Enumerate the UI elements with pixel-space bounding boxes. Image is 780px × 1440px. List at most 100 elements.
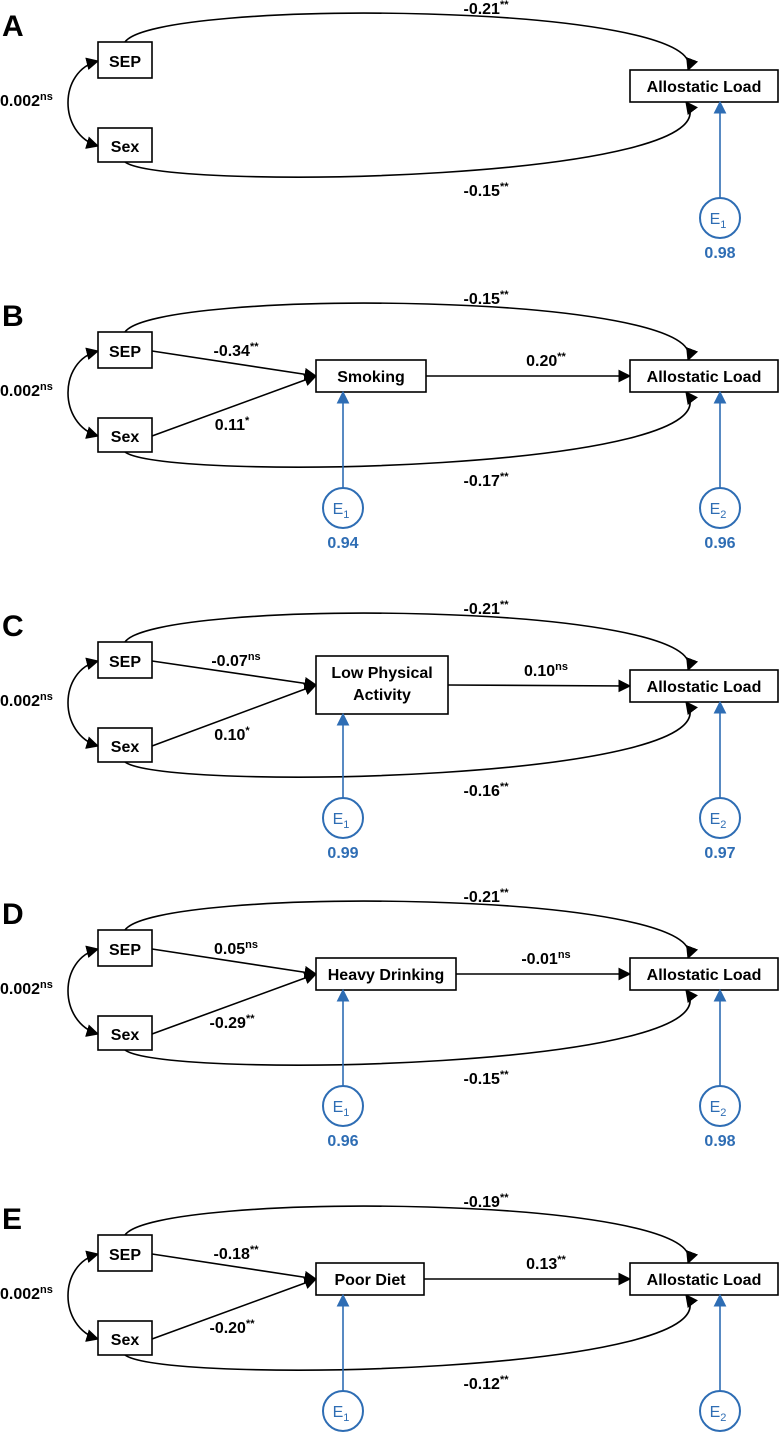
allostatic-load-box [629, 957, 779, 991]
allostatic-load-label: Allostatic Load [647, 679, 762, 696]
mediator-error-circle [322, 797, 364, 839]
sex-label: Sex [111, 1027, 140, 1044]
panel-letter: D [2, 898, 24, 931]
covariance-label-significance: ns [40, 691, 53, 703]
sep-direct-arrow [124, 12, 699, 72]
outcome-error-label: E2 [710, 1099, 727, 1119]
mediator-error-letter: E [333, 1099, 344, 1116]
sex-to-mediator-arrow [151, 373, 318, 437]
allostatic-load-label: Allostatic Load [647, 369, 762, 386]
sex-to-mediator-arrow [151, 971, 318, 1035]
panel-letter: B [2, 300, 24, 333]
sex-to-mediator-arrow [151, 1276, 318, 1340]
covariance-label-significance: ns [40, 91, 53, 103]
sex-box [97, 127, 153, 163]
sex-label: Sex [111, 1332, 140, 1349]
panel-c: C0.002ns-0.21**-0.16**Low PhysicalActivi… [0, 599, 779, 862]
covariance-label-value: 0.002 [0, 1286, 40, 1303]
sep-direct-label: -0.21** [463, 0, 509, 18]
sex-to-mediator-label: -0.20** [209, 1318, 255, 1337]
outcome-error-variance: 0.98 [704, 245, 735, 262]
mediator-error-variance: 0.97 [327, 1438, 358, 1440]
mediator-label-line: Poor Diet [334, 1272, 406, 1289]
sep-direct-label: -0.21** [463, 887, 509, 906]
covariance-label-significance: ns [40, 381, 53, 393]
sep-label: SEP [109, 1247, 141, 1264]
covariance-label: 0.002ns [0, 91, 53, 110]
outcome-error-subscript: 1 [720, 219, 726, 231]
sex-direct-label-value: -0.15 [463, 183, 500, 200]
sep-direct-label: -0.19** [463, 1192, 509, 1211]
sex-to-mediator-label-significance: ** [246, 1318, 255, 1330]
covariance-label: 0.002ns [0, 381, 53, 400]
sex-direct-label-significance: ** [500, 1069, 509, 1081]
mediator-to-outcome-label: 0.20** [526, 351, 566, 370]
sex-direct-label-value: -0.15 [463, 1071, 500, 1088]
outcome-error-circle [699, 1390, 741, 1432]
sex-label: Sex [111, 739, 140, 756]
outcome-error-label: E1 [710, 211, 727, 231]
mediator-to-outcome-label-value: 0.13 [526, 1256, 557, 1273]
panel-letter: A [2, 10, 24, 43]
sep-to-mediator-label: -0.18** [213, 1244, 259, 1263]
mediator-error-subscript: 1 [343, 509, 349, 521]
panel-e: E0.002ns-0.19**-0.12**Poor Diet-0.18**-0… [0, 1192, 779, 1440]
sex-direct-arrow [124, 1293, 698, 1371]
outcome-error-variance: 0.96 [704, 535, 735, 552]
mediator-to-outcome-label-significance: ns [558, 949, 571, 961]
covariance-arrow [67, 657, 100, 749]
allostatic-load-label: Allostatic Load [647, 967, 762, 984]
covariance-label-value: 0.002 [0, 981, 40, 998]
sex-direct-label-value: -0.17 [463, 473, 500, 490]
mediator-box [315, 1262, 425, 1296]
covariance-label-value: 0.002 [0, 693, 40, 710]
outcome-error-letter: E [710, 501, 721, 518]
sex-direct-label: -0.15** [463, 181, 509, 200]
sep-to-mediator-label-value: -0.34 [213, 343, 250, 360]
mediator-to-outcome-label: 0.13** [526, 1254, 566, 1273]
covariance-arrow [67, 1250, 100, 1342]
sep-label: SEP [109, 654, 141, 671]
sep-to-mediator-arrow [151, 660, 318, 690]
sex-direct-label-significance: ** [500, 471, 509, 483]
sex-direct-label: -0.15** [463, 1069, 509, 1088]
outcome-error-circle [699, 197, 741, 239]
mediator-label-line: Heavy Drinking [328, 967, 444, 984]
covariance-label-value: 0.002 [0, 383, 40, 400]
sep-to-mediator-label: -0.07ns [211, 651, 260, 670]
allostatic-load-box [629, 669, 779, 703]
sep-direct-label-significance: ** [500, 887, 509, 899]
allostatic-load-label: Allostatic Load [647, 79, 762, 96]
allostatic-load-box [629, 1262, 779, 1296]
sex-direct-label: -0.17** [463, 471, 509, 490]
covariance-arrow [67, 57, 100, 149]
sex-direct-arrow [124, 100, 698, 178]
sep-box [97, 1234, 153, 1272]
mediator-error-variance: 0.94 [327, 535, 358, 552]
sep-to-mediator-label-significance: ns [245, 939, 258, 951]
sex-to-mediator-label-value: 0.11 [215, 417, 245, 434]
mediator-error-label: E1 [333, 811, 350, 831]
sep-label: SEP [109, 942, 141, 959]
mediator-error-circle [322, 1085, 364, 1127]
outcome-error-circle [699, 1085, 741, 1127]
sex-label: Sex [111, 429, 140, 446]
mediator-label-line: Activity [353, 687, 411, 704]
sep-direct-arrow [124, 1205, 699, 1265]
outcome-error-circle [699, 487, 741, 529]
outcome-error-label: E2 [710, 1404, 727, 1424]
outcome-error-variance: 0.97 [704, 845, 735, 862]
outcome-error-label: E2 [710, 811, 727, 831]
mediator-to-outcome-label-significance: ** [557, 351, 566, 363]
sep-direct-label-value: -0.21 [463, 1, 500, 18]
sex-box [97, 727, 153, 763]
outcome-error-label: E2 [710, 501, 727, 521]
mediator-error-variance: 0.96 [327, 1133, 358, 1150]
sep-direct-label-significance: ** [500, 289, 509, 301]
sex-to-mediator-label: 0.11* [215, 415, 250, 434]
sep-label: SEP [109, 54, 141, 71]
mediator-error-letter: E [333, 501, 344, 518]
sex-direct-label: -0.12** [463, 1374, 509, 1393]
allostatic-load-box [629, 69, 779, 103]
outcome-error-subscript: 2 [720, 509, 726, 521]
